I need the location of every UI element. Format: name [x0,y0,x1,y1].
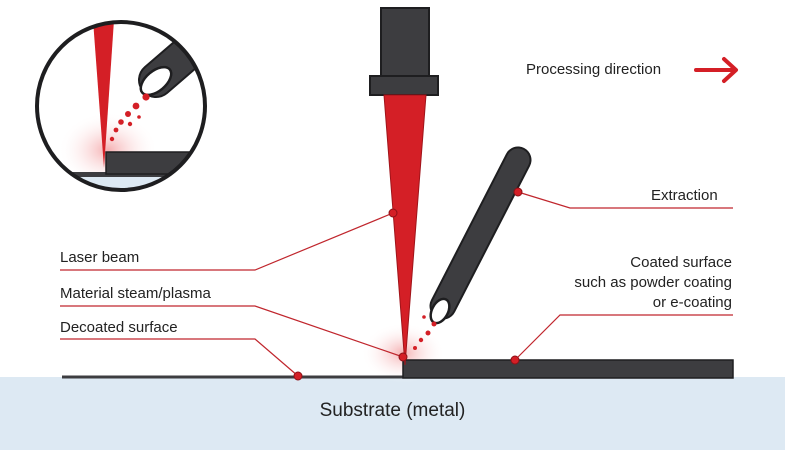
leader-extraction [517,191,733,209]
laser-head-tube [380,7,430,79]
arrow-right-icon [694,57,738,83]
laser-head-nozzle-ring [369,75,439,96]
substrate-label: Substrate (metal) [319,400,466,421]
substrate-block [0,377,785,450]
leader-coated-surface [514,314,733,361]
plasma-particles [413,315,437,350]
coated-surface-label-line3: or e-coating [652,294,732,311]
extraction-tube [429,146,532,325]
laser-beam [383,94,427,366]
coated-surface-bar [402,359,734,379]
coated-surface-label-line2: such as powder coating [574,274,732,291]
decoated-surface-label: Decoated surface [60,319,178,336]
leader-lines [60,191,733,377]
zoom-detail [35,20,207,192]
leader-decoated-surface [60,338,299,377]
extraction-label: Extraction [651,187,718,204]
material-steam-label: Material steam/plasma [60,285,211,302]
coated-surface-label-line1: Coated surface [630,254,732,271]
callout-dots [293,187,523,381]
laser-beam-label: Laser beam [60,249,140,266]
leader-material-steam [60,305,404,358]
processing-direction-label: Processing direction [526,61,662,78]
leader-laser-beam [60,212,394,271]
